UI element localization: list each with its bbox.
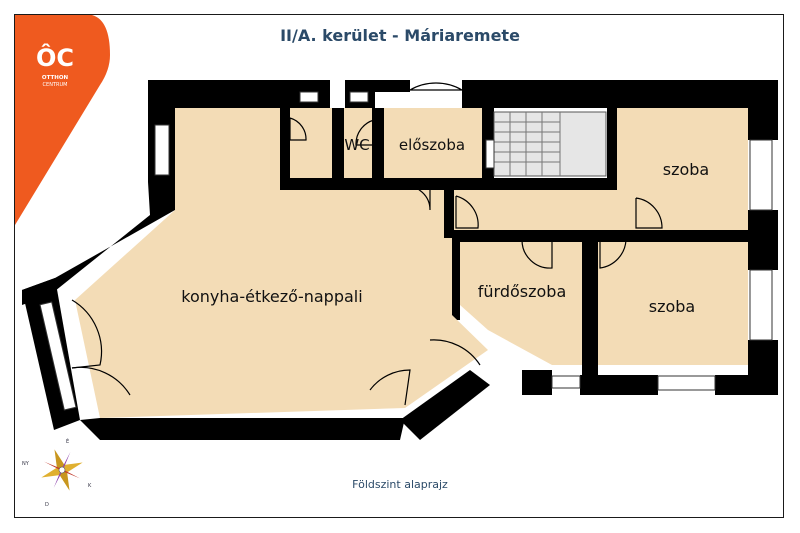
window-bedroom2 [749,269,773,341]
label-wc: WC [344,136,369,154]
floor-living [75,108,488,418]
floors [75,108,748,418]
door-terrace4 [429,339,481,366]
label-bedroom1: szoba [663,160,709,179]
logo-mark: ÔC [36,42,74,72]
floor-corridor-small [290,108,332,178]
page-title: II/A. kerület - Máriaremete [280,26,520,45]
staircase [493,111,607,177]
compass-e: K [88,483,92,489]
door-wc [355,119,375,146]
logo-line1: OTTHON [42,75,69,81]
compass-s: D [45,502,49,508]
door-corridor [455,195,479,229]
floor-corridor [454,190,634,230]
door-bedroom1 [635,197,663,229]
label-hall: előszoba [399,136,465,154]
door-terrace3 [369,369,411,406]
label-bathroom: fürdőszoba [478,282,567,301]
door-bathroom [521,239,553,269]
door-bedroom2 [596,239,627,269]
windows [39,91,773,411]
plan-caption: Földszint alaprajz [352,478,448,491]
door-terrace2 [71,366,131,396]
floor-bedroom2 [598,242,748,365]
logo-line2: CENTRUM [43,82,68,88]
window-top1 [299,91,319,103]
otthon-centrum-logo: ÔC OTTHON CENTRUM [15,15,110,225]
window-stair [485,139,495,169]
compass-w: NY [22,461,30,467]
label-living: konyha-étkező-nappali [181,287,362,306]
floor-hall [384,108,482,178]
floor-bedroom1 [617,108,748,230]
window-left [154,124,170,176]
door-terrace1 [71,299,103,369]
label-bedroom2: szoba [649,297,695,316]
window-bathroom [551,375,581,389]
floor-wc [344,108,372,178]
compass-rose [41,449,83,491]
window-top2 [349,91,369,103]
door-entrance [409,82,463,91]
floor-bathroom [460,242,582,365]
window-bedroom2-south [657,375,716,391]
window-bedroom1 [749,139,773,211]
door-small [289,117,307,141]
compass-n: É [66,437,69,445]
room-labels: konyha-étkező-nappali WC előszoba szoba … [181,136,709,316]
door-hall [403,185,431,211]
doors [71,82,663,406]
window-living-west [39,301,77,411]
